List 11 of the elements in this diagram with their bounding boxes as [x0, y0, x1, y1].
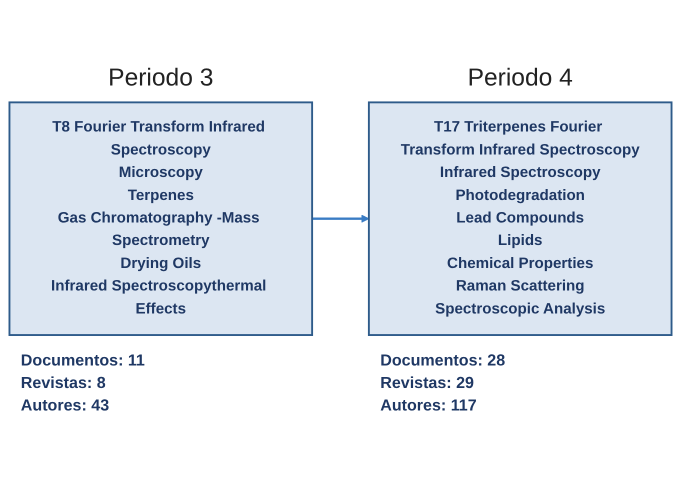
period-heading: Periodo 3 [108, 64, 214, 92]
node-stat: Autores: 43 [20, 397, 110, 416]
node-stat: Autores: 117 [380, 397, 477, 416]
node-stat: Revistas: 8 [20, 374, 106, 392]
node-stat: Documentos: 28 [380, 352, 506, 370]
period-heading: Periodo 4 [468, 64, 573, 92]
node-stat: Revistas: 29 [380, 374, 474, 392]
node-box: T8 Fourier Transform Infrared Spectroscopy Microscopy Terpenes Gas Chromatography -Mass Spectrometry Drying Oils Infrared Spectroscopythermal Effects [8, 102, 314, 336]
node-box: T17 Triterpenes Fourier Transform Infrared Spectroscopy Infrared Spectroscopy Photodegradation Lead Compounds Lipids Chemical Properties Raman Scattering Spectroscopic Analysis [368, 102, 672, 336]
arrow [312, 214, 370, 224]
node-stat: Documentos: 11 [20, 352, 145, 370]
